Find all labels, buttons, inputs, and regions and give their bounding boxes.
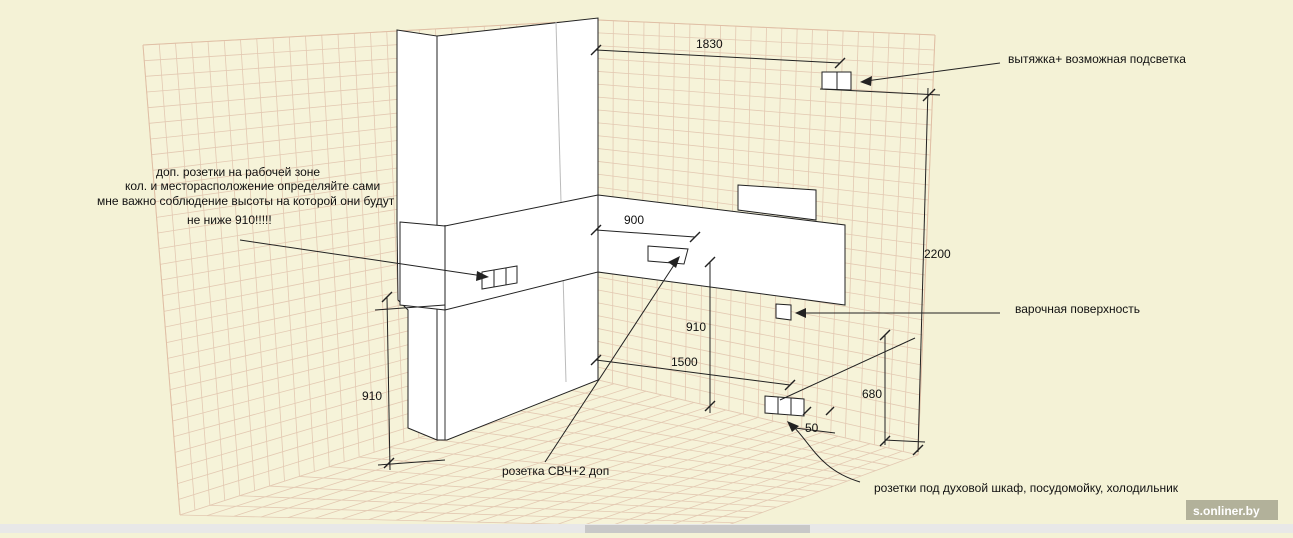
back-countertop [597, 194, 846, 306]
floor-grid [179, 379, 919, 529]
horizontal-scrollbar-thumb[interactable] [585, 525, 810, 533]
hood-socket [821, 71, 852, 91]
dim-900: 900 [624, 213, 644, 227]
label-microwave-socket: розетка СВЧ+2 доп [502, 464, 609, 478]
label-appliance-sockets: розетки под духовой шкаф, посудомойку, х… [874, 481, 1179, 495]
watermark: s.onliner.by [1186, 500, 1278, 520]
watermark-text: s.onliner.by [1193, 504, 1260, 518]
label-work-zone-line4: не ниже 910!!!!! [187, 213, 272, 227]
hob-socket [775, 303, 792, 321]
room-edges [142, 19, 936, 516]
dimension-ticks [381, 44, 936, 469]
dim-2200: 2200 [924, 247, 951, 261]
leader-lines [239, 62, 1001, 483]
work-zone-sockets [481, 265, 518, 290]
dim-50: 50 [805, 421, 819, 435]
label-work-zone-line1: доп. розетки на рабочей зоне [156, 165, 320, 179]
label-work-zone-line3: мне важно соблюдение высоты на которой о… [97, 194, 395, 208]
dim-1500: 1500 [671, 355, 698, 369]
label-hob: варочная поверхность [1015, 302, 1140, 316]
arrow-heads [476, 76, 872, 432]
label-hood: вытяжка+ возможная подсветка [1008, 52, 1186, 66]
dimension-lines [374, 49, 941, 471]
dim-1830: 1830 [696, 37, 723, 51]
dim-680: 680 [862, 387, 882, 401]
dim-910-middle: 910 [686, 320, 706, 334]
dim-910-left: 910 [362, 389, 382, 403]
microwave-socket [647, 245, 689, 265]
label-work-zone-line2: кол. и месторасположение определяйте сам… [125, 179, 380, 193]
appliance-sockets [764, 395, 805, 417]
backsplash-panel [737, 184, 817, 221]
